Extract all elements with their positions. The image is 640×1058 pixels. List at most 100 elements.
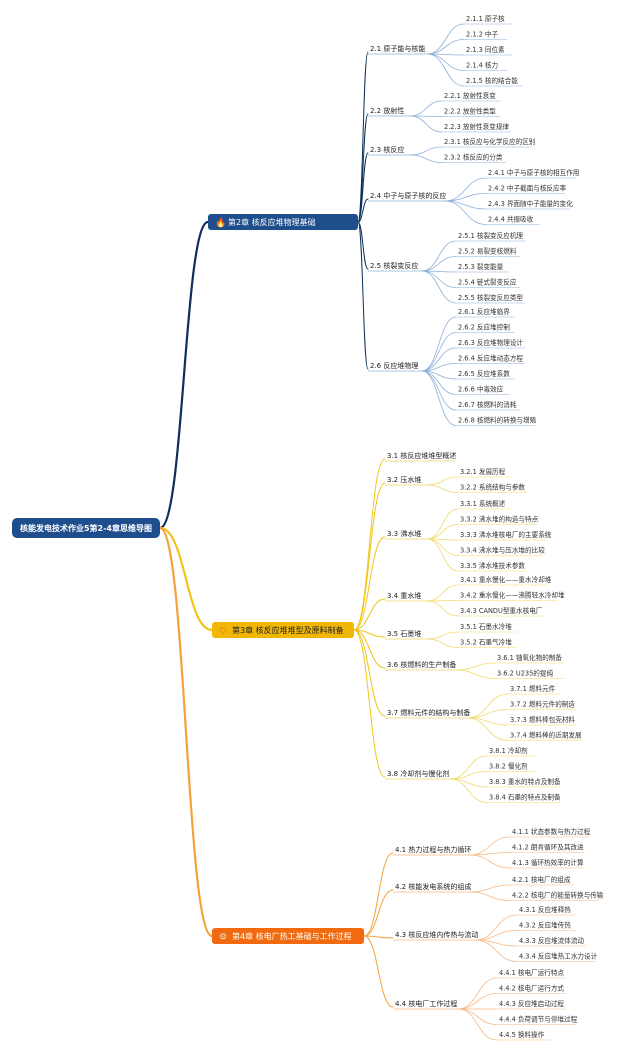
subsection-node[interactable]: 4.3.2 反应堆传热 [517,921,576,931]
subsection-node[interactable]: 2.6.3 反应堆物理设计 [456,338,525,349]
subsection-node[interactable]: 3.3.3 沸水堆核电厂的主要系统 [458,530,552,541]
subsection-node[interactable]: 3.3.4 沸水堆与压水堆的比较 [458,546,545,556]
section-label: 2.4 中子与原子核的反应 [370,191,446,200]
chapter-node-4[interactable]: ⚙第4章 核电厂热工基础与工作过程 [212,928,364,944]
subsection-node[interactable]: 2.6.4 反应堆动态方程 [456,354,525,364]
chapter-node-2[interactable]: 🔥第2章 核反应堆物理基础 [208,214,358,230]
subsection-node[interactable]: 4.4.2 核电厂运行方式 [497,984,566,994]
subsection-node[interactable]: 2.6.2 反应堆控制 [456,323,515,333]
subsection-node[interactable]: 3.8.4 石墨的特点及制备 [487,793,562,803]
subsection-node[interactable]: 4.1.1 状态参数与热力过程 [510,827,591,838]
subsection-node[interactable]: 2.6.5 反应堆系数 [456,369,515,380]
subsection-node[interactable]: 3.7.1 燃料元件 [508,684,562,695]
section-node[interactable]: 3.7 燃料元件的结构与制备 [385,708,470,719]
subsection-node[interactable]: 2.6.1 反应堆临界 [456,307,515,318]
section-node[interactable]: 3.2 压水堆 [385,475,428,486]
subsection-node[interactable]: 3.7.3 燃料棒包壳材料 [508,715,577,726]
subsection-node[interactable]: 2.4.4 共振吸收 [486,215,540,225]
connector-line [427,53,465,87]
connector-line [353,482,386,631]
subsection-label: 3.6.1 铀氧化物的制备 [497,653,562,662]
subsection-node[interactable]: 2.4.2 中子截面与核反应率 [486,184,567,194]
section-node[interactable]: 2.2 放射性 [368,106,411,117]
connector-line [421,332,457,372]
section-node[interactable]: 4.4 核电厂工作过程 [393,999,459,1010]
section-node[interactable]: 4.3 核反应堆内传热与流动 [393,930,478,941]
section-node[interactable]: 2.4 中子与原子核的反应 [368,191,446,202]
section-node[interactable]: 3.3 沸水堆 [385,529,428,540]
subsection-node[interactable]: 4.4.3 反应堆启动过程 [497,999,566,1010]
subsection-node[interactable]: 3.8.3 重水的特点及制备 [487,777,562,788]
subsection-node[interactable]: 2.5.1 核裂变反应机理 [456,231,525,242]
subsection-node[interactable]: 2.3.1 核反应与化学反应的区别 [442,137,536,148]
subsection-node[interactable]: 3.8.2 慢化剂 [487,762,536,772]
subsection-node[interactable]: 2.2.1 放射性衰变 [442,91,501,102]
subsection-node[interactable]: 2.5.2 易裂变核燃料 [456,247,520,257]
section-node[interactable]: 2.3 核反应 [368,145,411,156]
subsection-node[interactable]: 4.1.3 循环热效率的计算 [510,858,585,869]
chapter-node-3[interactable]: ♡第3章 核反应堆堆型及原料制备 [212,622,354,638]
chapter-title: 第4章 核电厂热工基础与工作过程 [232,931,352,941]
subsection-node[interactable]: 2.6.7 核燃料的消耗 [456,400,520,411]
subsection-node[interactable]: 4.3.4 反应堆热工水力设计 [517,952,598,962]
subsection-node[interactable]: 3.3.1 系统概述 [458,499,512,510]
section-label: 4.3 核反应堆内传热与流动 [395,930,478,939]
section-node[interactable]: 2.1 原子能与核能 [368,44,428,55]
section-node[interactable]: 3.8 冷却剂与慢化剂 [385,769,451,780]
subsection-node[interactable]: 4.4.5 换料操作 [497,1030,551,1041]
subsection-node[interactable]: 3.6.1 铀氧化物的制备 [495,653,564,664]
subsection-node[interactable]: 2.6.8 核燃料的转换与增殖 [456,416,537,426]
section-node[interactable]: 3.4 重水堆 [385,591,428,602]
subsection-node[interactable]: 2.5.4 链式裂变反应 [456,278,520,288]
section-node[interactable]: 2.5 核裂变反应 [368,261,422,272]
subsection-node[interactable]: 2.5.3 裂变能量 [456,262,510,273]
subsection-node[interactable]: 4.4.4 负荷调节与停堆过程 [497,1015,578,1025]
subsection-node[interactable]: 3.4.1 重水慢化——重水冷却堆 [458,575,552,586]
subsection-node[interactable]: 3.2.1 发展历程 [458,467,512,478]
subsection-node[interactable]: 4.1.2 朗肯循环及其改进 [510,843,585,853]
subsection-node[interactable]: 3.5.1 石墨水冷堆 [458,622,517,633]
connector-line [426,600,459,617]
subsection-node[interactable]: 3.7.4 燃料棒的近期发展 [508,731,583,741]
subsection-node[interactable]: 2.1.3 同位素 [464,45,513,56]
section-node[interactable]: 4.1 热力过程与热力循环 [393,845,471,856]
subsection-node[interactable]: 2.4.3 界面随中子能量的变化 [486,199,573,210]
subsection-node[interactable]: 4.3.3 反应堆流体流动 [517,936,586,947]
section-label: 2.6 反应堆物理 [370,361,418,370]
connector-line [409,115,443,133]
subsection-node[interactable]: 4.2.2 核电厂的能量转换与传输 [510,891,604,901]
connector-line [357,221,369,370]
connector-line [409,146,443,156]
subsection-node[interactable]: 4.4.1 核电厂运行特点 [497,968,566,979]
section-node[interactable]: 3.6 核燃料的生产制备 [385,660,456,671]
subsection-node[interactable]: 2.6.6 中毒效应 [456,385,510,395]
subsection-node[interactable]: 2.2.2 放射性类型 [442,107,501,117]
subsection-node[interactable]: 4.2.1 核电厂的组成 [510,875,574,886]
subsection-node[interactable]: 3.7.2 燃料元件的制造 [508,700,577,710]
subsection-node[interactable]: 3.3.2 沸水堆的构造与特点 [458,515,539,525]
subsection-node[interactable]: 2.1.4 核力 [464,61,508,71]
subsection-node[interactable]: 2.5.5 核裂变反应类型 [456,293,525,304]
root-node[interactable]: 核能发电技术作业5第2-4章思维导图 [12,518,160,538]
subsection-node[interactable]: 2.3.2 核反应的分类 [442,153,506,163]
subsection-node[interactable]: 3.3.5 沸水堆技术参数 [458,561,527,572]
subsection-node[interactable]: 2.4.1 中子与原子核的相互作用 [486,168,579,179]
section-node[interactable]: 4.2 核能发电系统的组成 [393,882,471,893]
subsection-node[interactable]: 2.2.3 放射性衰变规律 [442,122,511,133]
subsection-node[interactable]: 2.1.1 原子核 [464,14,513,25]
subsection-node[interactable]: 4.3.1 反应堆释热 [517,905,576,916]
connector-line [426,484,459,493]
section-node[interactable]: 3.1 核反应堆堆型概述 [385,451,456,462]
subsection-node[interactable]: 3.6.2 U235的提纯 [495,669,564,679]
subsection-node[interactable]: 2.1.2 中子 [464,30,508,40]
subsection-label: 4.1.2 朗肯循环及其改进 [512,843,584,852]
connector-line [421,347,457,372]
subsection-node[interactable]: 3.8.1 冷却剂 [487,746,536,757]
subsection-node[interactable]: 3.4.2 重水慢化——沸腾轻水冷却堆 [458,591,565,601]
subsection-node[interactable]: 3.2.2 系统结构与参数 [458,483,527,493]
subsection-node[interactable]: 2.1.5 核的结合能 [464,76,523,87]
section-node[interactable]: 3.5 石墨堆 [385,629,428,640]
section-node[interactable]: 2.6 反应堆物理 [368,361,422,372]
subsection-node[interactable]: 3.5.2 石墨气冷堆 [458,638,517,648]
subsection-node[interactable]: 3.4.3 CANDU型重水核电厂 [458,606,548,617]
